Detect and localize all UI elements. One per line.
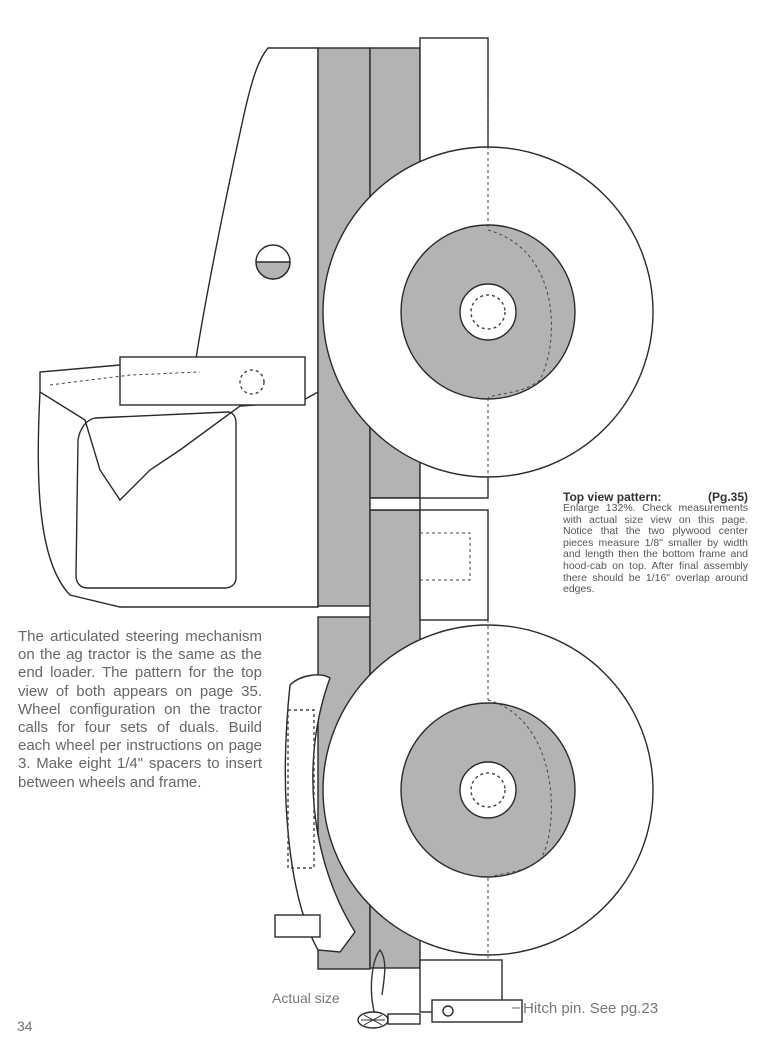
hitch-plate bbox=[431, 999, 523, 1023]
cab-hood-outline bbox=[39, 47, 319, 502]
pattern-note-page-ref: (Pg.35) bbox=[707, 490, 748, 504]
rear-hitch-block bbox=[274, 914, 321, 938]
hitch-pin-shaft bbox=[387, 1013, 421, 1025]
front-frame-outline bbox=[37, 391, 319, 608]
frame-strip-lower-outer bbox=[419, 509, 489, 621]
pattern-note-heading: Top view pattern: (Pg.35) bbox=[563, 490, 748, 504]
front-window bbox=[75, 411, 237, 589]
front-arm-bar bbox=[119, 356, 306, 406]
pattern-note-title: Top view pattern: bbox=[563, 490, 662, 504]
lower-wheel-axle bbox=[470, 772, 506, 808]
pattern-note-body: Enlarge 132%. Check measurements with ac… bbox=[563, 502, 748, 596]
upper-wheel-axle bbox=[470, 294, 506, 330]
arm-pin-hole bbox=[239, 369, 265, 395]
description-paragraph: The articulated steering mechanism on th… bbox=[18, 628, 262, 791]
page-number: 34 bbox=[17, 1018, 33, 1034]
lower-wheel-hub bbox=[459, 761, 517, 819]
frame-link bbox=[369, 497, 421, 511]
actual-size-label: Actual size bbox=[272, 990, 340, 1006]
rear-fender bbox=[284, 674, 356, 953]
upper-wheel-hub bbox=[459, 283, 517, 341]
hitch-pin-label: Hitch pin. See pg.23 bbox=[523, 1000, 659, 1017]
hitch-pin-hole bbox=[442, 1005, 454, 1017]
hitch-pin-chain bbox=[370, 948, 386, 1016]
